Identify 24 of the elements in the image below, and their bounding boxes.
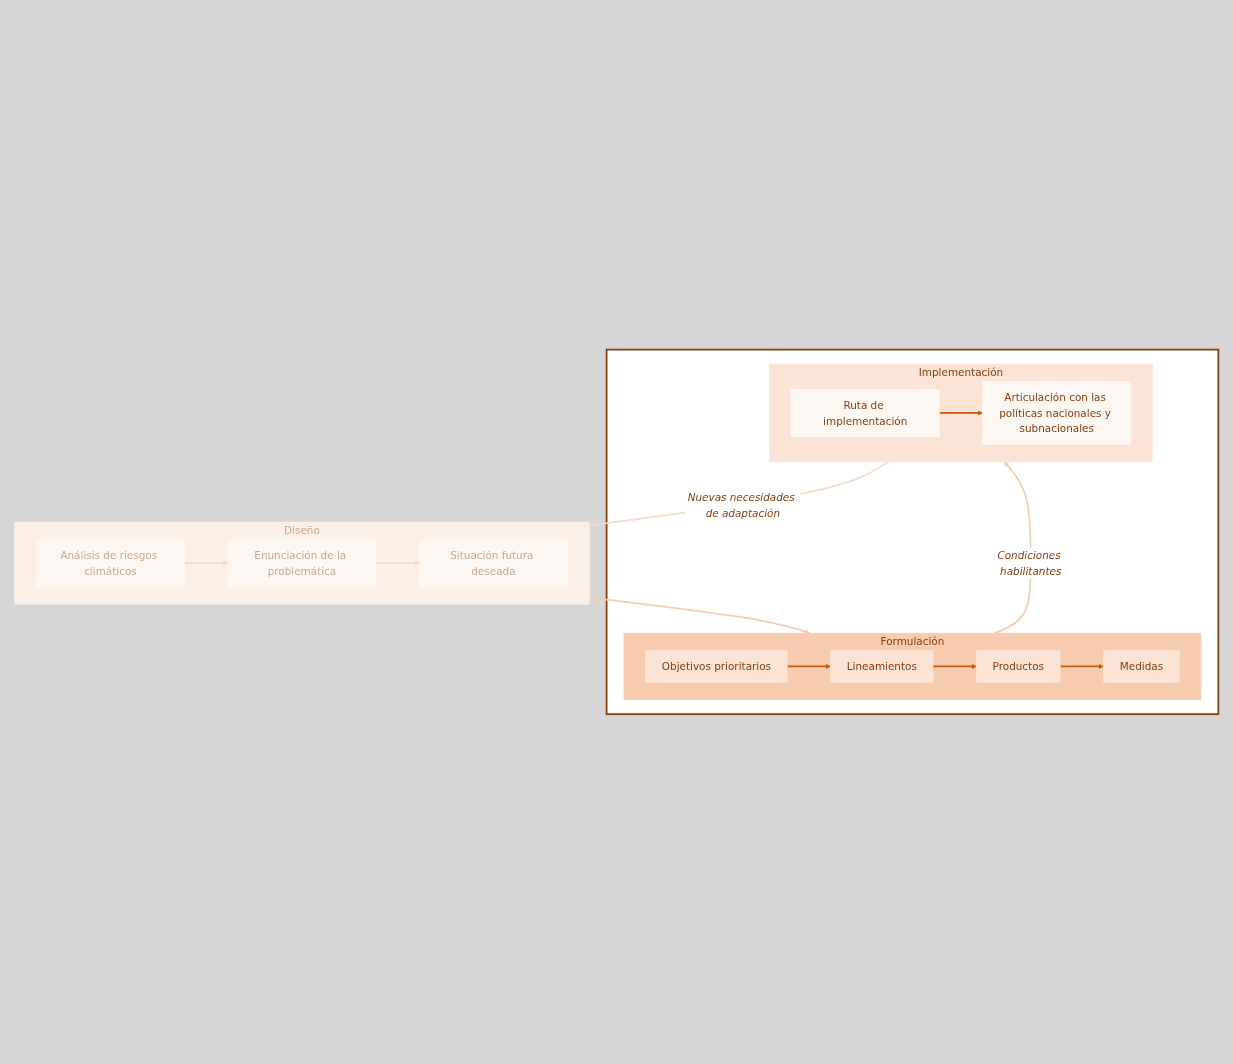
diagram: Condiciones habilitantes Nuevas necesidades de adaptación Implementación Ruta de implementación Articulación con las políticas nacionales y subnacionales Formulación Objetivos prioritarios Lineamientos Productos Medidas Diseño Análisis de riesgos climáticos Enunciación de la problemática Situación futura deseada: [10, 345, 1223, 719]
node-box: [976, 650, 1061, 683]
arrow: [375, 560, 420, 566]
edge-label: Condiciones habilitantes: [997, 549, 1062, 578]
edge-label: Nuevas necesidades de adaptación: [687, 491, 795, 520]
node-box: [830, 650, 934, 683]
arrow: [938, 410, 983, 416]
node-box: [790, 389, 940, 438]
node-box: [1103, 650, 1180, 683]
cluster: [623, 632, 1202, 701]
node-box: [227, 539, 377, 588]
arrow: [183, 560, 229, 566]
arrow: [588, 596, 811, 635]
node-box: [645, 650, 788, 683]
cluster: [605, 348, 1220, 716]
node-box: [982, 381, 1132, 445]
node-box: [36, 539, 185, 588]
cluster: [769, 363, 1153, 463]
arrow: [1059, 664, 1104, 670]
node-box: [419, 539, 568, 588]
arrow: [786, 664, 831, 670]
cluster: [14, 521, 590, 605]
arrow: [589, 461, 889, 528]
arrow: [932, 664, 977, 670]
